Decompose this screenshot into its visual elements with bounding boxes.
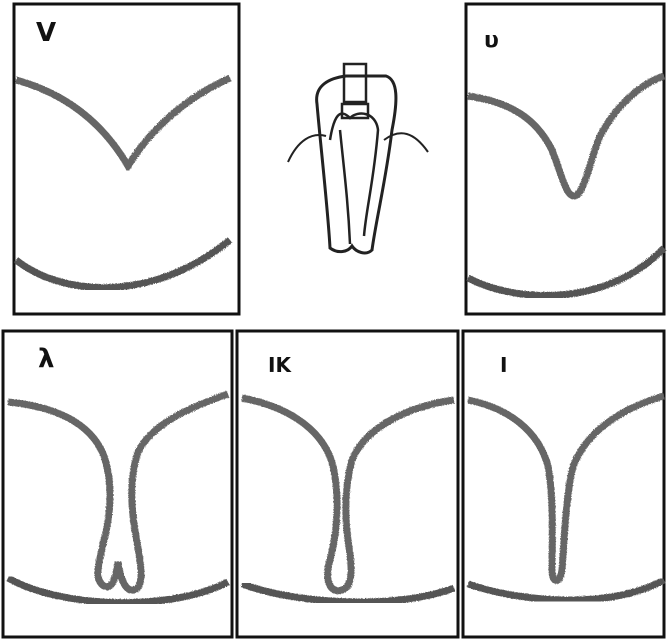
tooth-crown-block xyxy=(344,64,366,102)
panel-ik-enamel-curve xyxy=(242,398,454,591)
tooth-inner-contour xyxy=(330,114,378,236)
tooth-pulp-line xyxy=(340,130,350,244)
panel-v xyxy=(14,4,239,314)
panel-u-dentin-curve xyxy=(468,248,664,296)
panel-lambda xyxy=(3,331,232,637)
panel-i-enamel-curve xyxy=(468,396,664,581)
panel-ik-label: ΙΚ xyxy=(268,352,291,378)
panel-v-dentin-curve xyxy=(16,240,230,288)
panel-u-enamel-curve xyxy=(468,76,664,196)
tooth-illustration xyxy=(288,64,428,253)
panel-v-label: V xyxy=(36,20,56,46)
panel-i xyxy=(463,331,664,637)
panel-v-enamel-curve xyxy=(16,78,230,166)
panel-lambda-enamel-curve xyxy=(8,394,228,590)
panel-lambda-dentin-curve xyxy=(8,578,228,603)
panel-i-label: Ι xyxy=(500,352,507,378)
panel-i-dentin-curve xyxy=(468,580,664,600)
panel-lambda-label: λ xyxy=(38,346,54,372)
panel-u-label: υ xyxy=(484,28,499,54)
